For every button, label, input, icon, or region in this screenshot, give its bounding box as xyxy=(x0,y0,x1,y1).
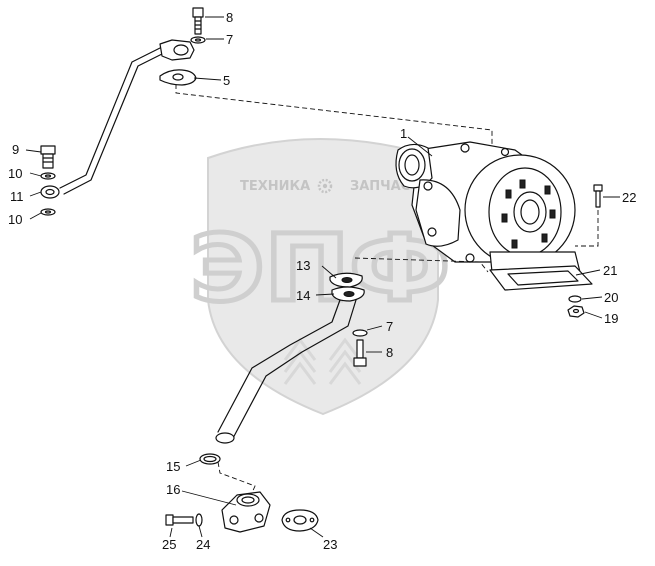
callout-1: 1 xyxy=(400,126,407,141)
callout-19: 19 xyxy=(604,311,618,326)
turbine-studs xyxy=(501,179,556,249)
callout-15: 15 xyxy=(166,459,180,474)
callout-21: 21 xyxy=(603,263,617,278)
callout-23: 23 xyxy=(323,537,337,552)
bolt-25 xyxy=(165,514,194,526)
gear-icon xyxy=(317,178,333,194)
housing-bolts xyxy=(423,143,510,263)
washer-7-top xyxy=(190,36,206,44)
callout-10-lower: 10 xyxy=(8,212,22,227)
turbocharger-1 xyxy=(395,141,581,273)
flange-14 xyxy=(331,286,365,302)
washer-20 xyxy=(568,295,582,303)
callout-11: 11 xyxy=(10,189,24,204)
callout-9: 9 xyxy=(12,142,19,157)
flange-16 xyxy=(221,491,271,533)
bolt-8-top xyxy=(192,7,204,35)
callout-8-top: 8 xyxy=(226,10,233,25)
callout-20: 20 xyxy=(604,290,618,305)
leader-lines xyxy=(25,16,620,538)
callout-labels: 8 7 5 1 9 10 11 10 13 14 7 8 15 16 25 24… xyxy=(8,10,636,552)
stud-22 xyxy=(593,184,603,208)
watermark-letters: ЭПФ xyxy=(190,215,450,322)
callout-16: 16 xyxy=(166,482,180,497)
callout-13: 13 xyxy=(296,258,310,273)
bolt-9 xyxy=(40,145,56,169)
washer-7-mid xyxy=(352,329,368,337)
callout-5: 5 xyxy=(223,73,230,88)
bolt-8-mid xyxy=(353,339,367,367)
assembly-line-5-1 xyxy=(175,84,493,150)
watermark-left-word: ТЕХНИКА xyxy=(240,179,310,194)
gasket-21 xyxy=(489,265,593,291)
watermark-shield xyxy=(207,138,439,416)
o-ring-15 xyxy=(199,453,221,465)
washer-10-lower xyxy=(40,208,56,216)
callout-10-upper: 10 xyxy=(8,166,22,181)
watermark: ТЕХНИКА ЗАПЧАСТИ ЭПФ xyxy=(188,138,453,416)
callout-7-mid: 7 xyxy=(386,319,393,334)
callout-24: 24 xyxy=(196,537,210,552)
callout-8-mid: 8 xyxy=(386,345,393,360)
assembly-line-22 xyxy=(575,210,599,247)
callout-14: 14 xyxy=(296,288,310,303)
callout-7-top: 7 xyxy=(226,32,233,47)
gasket-13 xyxy=(329,272,363,288)
oil-supply-pipe xyxy=(59,39,195,195)
washer-24 xyxy=(195,513,203,527)
washer-10-upper xyxy=(40,172,56,180)
oil-return-pipe xyxy=(215,299,357,444)
nut-19 xyxy=(567,305,585,318)
callout-22: 22 xyxy=(622,190,636,205)
assembly-line-21 xyxy=(354,257,489,273)
banjo-fitting-11 xyxy=(40,185,60,199)
gasket-5 xyxy=(159,69,197,86)
gasket-23 xyxy=(281,509,319,532)
callout-25: 25 xyxy=(162,537,176,552)
